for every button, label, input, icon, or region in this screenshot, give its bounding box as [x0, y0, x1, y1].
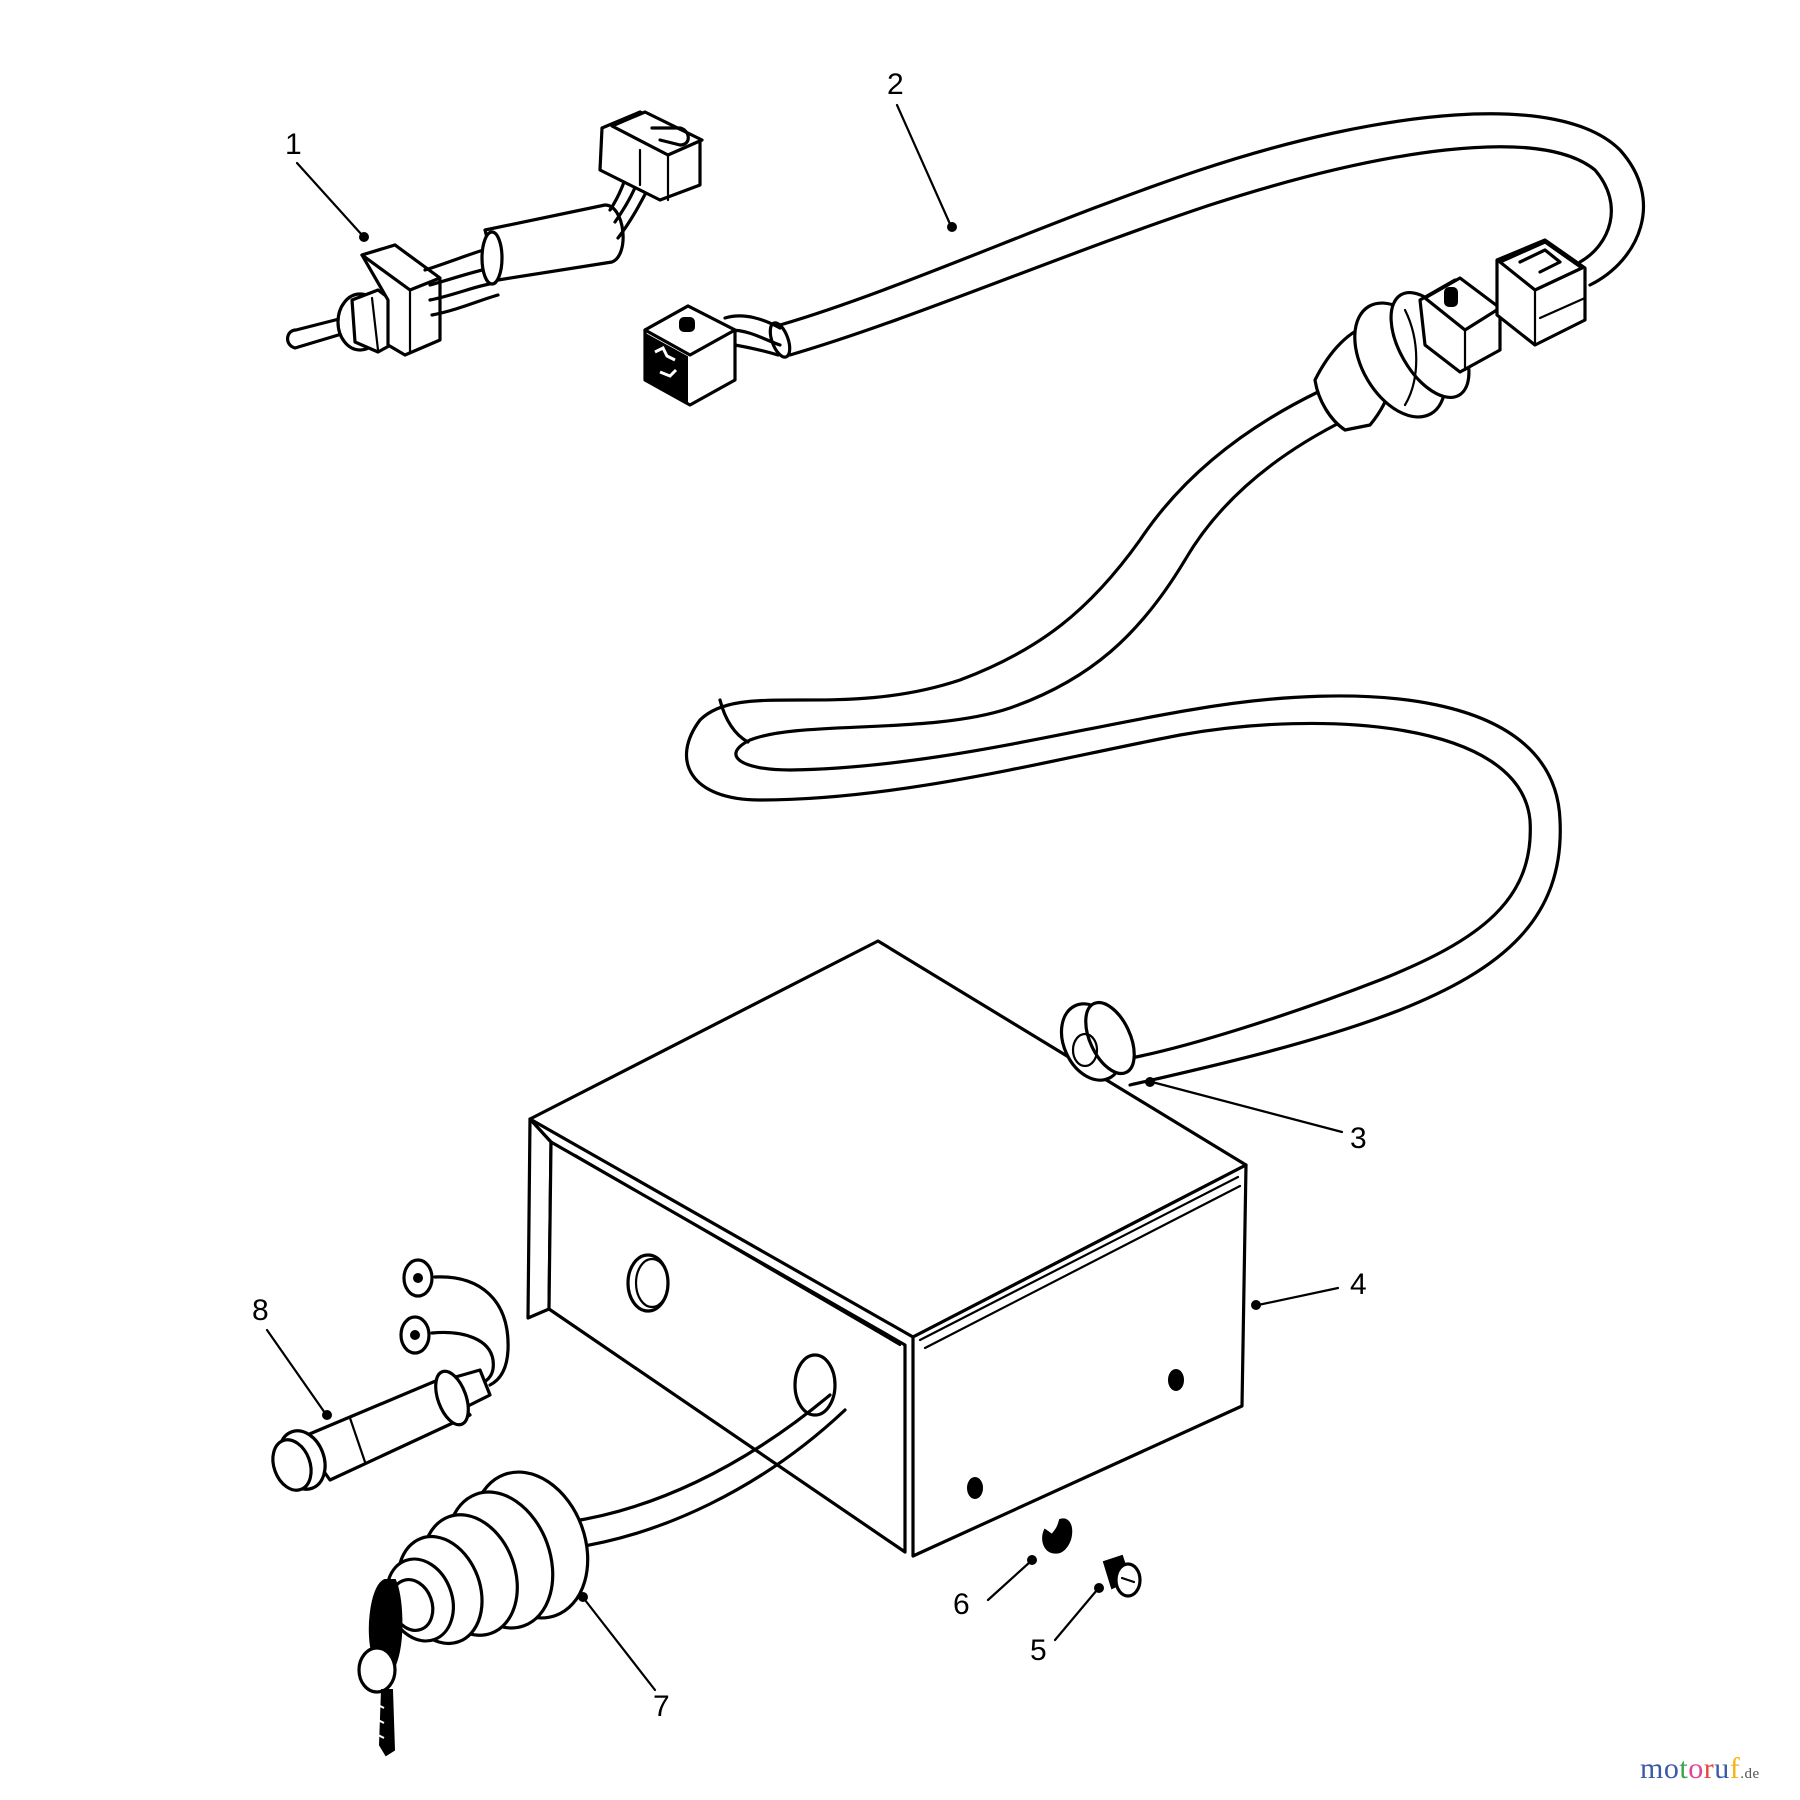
lock-washer	[1042, 1518, 1073, 1554]
callout-8: 8	[252, 1294, 269, 1327]
callout-4: 4	[1350, 1268, 1367, 1301]
watermark-logo: motoruf.de	[1640, 1752, 1760, 1786]
watermark-letter: f	[1729, 1752, 1741, 1785]
callout-6: 6	[953, 1588, 970, 1621]
watermark-letter: o	[1688, 1752, 1704, 1785]
control-box-housing	[526, 939, 1248, 1558]
watermark-letter: m	[1640, 1752, 1664, 1785]
watermark-letter: u	[1714, 1752, 1730, 1785]
callout-3: 3	[1350, 1122, 1367, 1155]
ignition-key-switch	[357, 1393, 847, 1757]
leader-lines	[265, 103, 1344, 1692]
wiring-harness-cable	[643, 112, 1646, 1087]
watermark-letter: o	[1663, 1752, 1680, 1785]
indicator-lamp	[271, 1258, 510, 1492]
watermark-letter: r	[1703, 1752, 1715, 1785]
callout-1: 1	[285, 128, 302, 161]
watermark-letter: t	[1679, 1752, 1689, 1785]
grommet	[1059, 1000, 1136, 1082]
screw	[1102, 1554, 1142, 1598]
watermark-tld: .de	[1740, 1766, 1760, 1782]
callout-7: 7	[653, 1690, 670, 1723]
callout-5: 5	[1030, 1634, 1047, 1667]
callout-2: 2	[887, 68, 904, 101]
toggle-switch-with-harness	[286, 110, 704, 357]
